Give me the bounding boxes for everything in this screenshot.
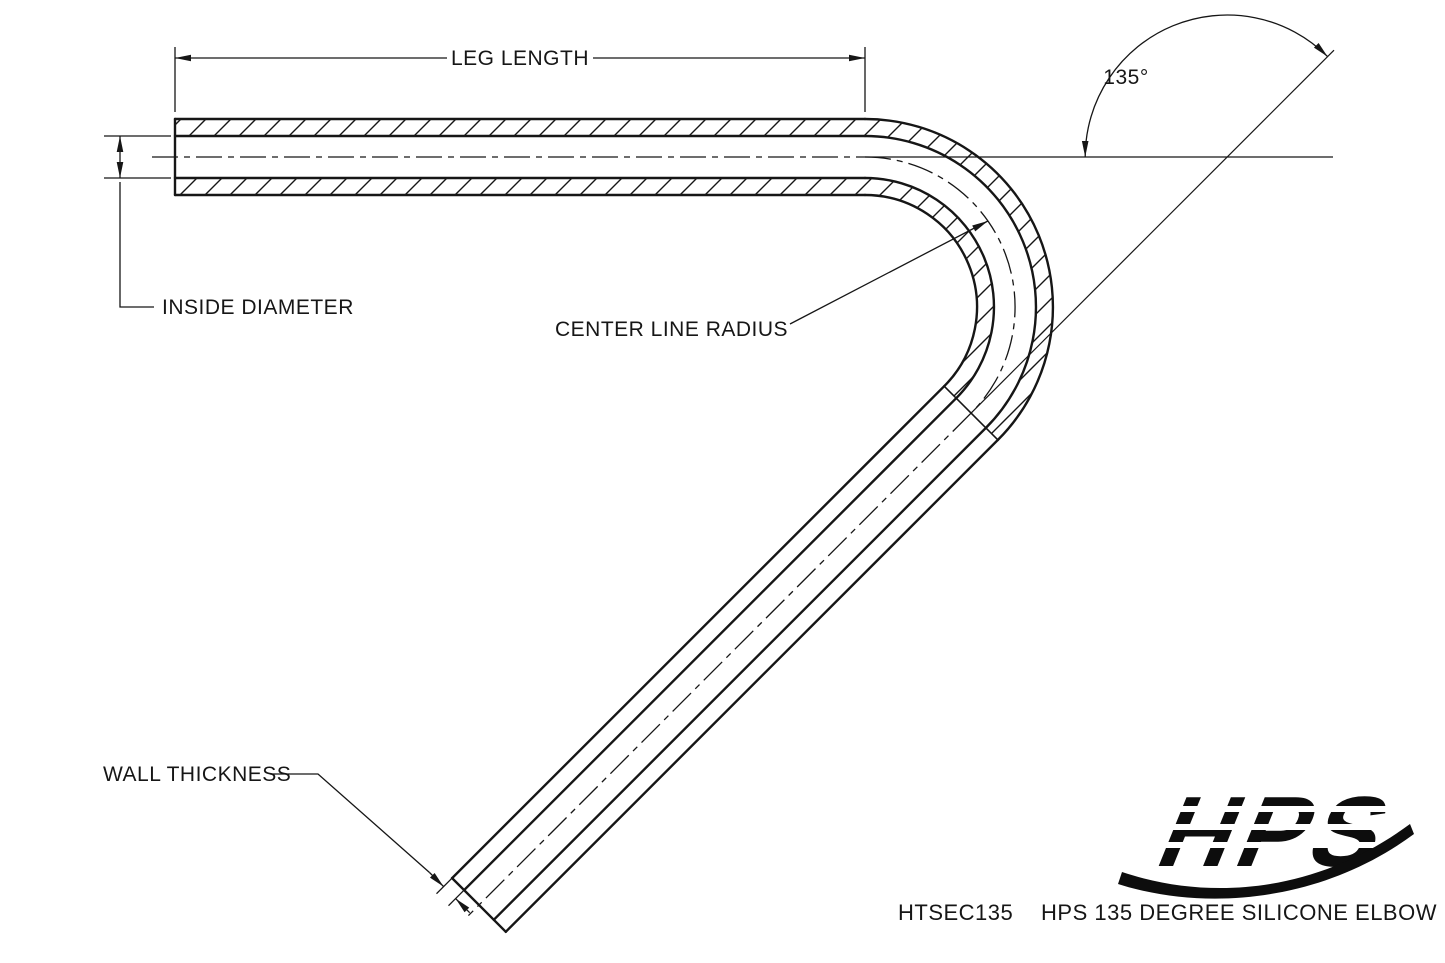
wt-arrow-outer [429, 872, 445, 888]
part-description: HPS 135 DEGREE SILICONE ELBOW [1041, 900, 1437, 925]
wt-extension-outer [436, 877, 453, 895]
logo-stripes [1118, 806, 1386, 848]
leg-length-label: LEG LENGTH [451, 47, 589, 70]
tube-outline [173, 117, 1055, 933]
wt-arrow-inner [455, 898, 471, 914]
inside-diameter-leader [119, 182, 154, 308]
bend-angle-label: 135° [1103, 66, 1148, 89]
hps-logo-text: HPS [1143, 777, 1412, 889]
wall-hatching [175, 119, 1053, 440]
wall-thickness-label: WALL THICKNESS [103, 763, 291, 786]
center-line-radius-label: CENTER LINE RADIUS [555, 318, 788, 341]
wt-extension-inner [448, 889, 465, 907]
inside-diameter-label: INSIDE DIAMETER [162, 296, 354, 319]
wall-thickness-leader [270, 773, 430, 873]
center-line-radius-leader [789, 220, 989, 325]
dimension-lines [104, 14, 1329, 914]
part-number: HTSEC135 [898, 900, 1013, 925]
logo-swoosh [1118, 824, 1414, 899]
angle-dimension-arc [1081, 14, 1329, 158]
angle-reference-lines [865, 49, 1335, 414]
center-line [152, 156, 1016, 917]
hps-logo: HPS [1118, 777, 1414, 899]
